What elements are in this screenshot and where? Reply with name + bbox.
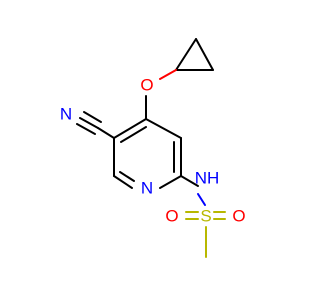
bond-c2-n1 (159, 175, 182, 189)
bond-nitrile-triple-3 (76, 123, 96, 135)
atom-ring-n: N (141, 179, 153, 198)
atom-nitrile-n: N (60, 105, 72, 124)
atom-sulfonyl-o-right: O (232, 207, 245, 226)
molecule-structure: N O N NH S O O (60, 38, 246, 258)
bond-c5-c4-double (120, 126, 147, 143)
atom-sulfonyl-o-left: O (165, 207, 178, 226)
bond-n1-c6-double (119, 171, 135, 182)
bond-n1-c6 (113, 175, 133, 189)
bond-c5-c4 (113, 118, 147, 139)
bond-nitrile-triple-2 (83, 111, 102, 123)
bond-c5-cn (97, 127, 115, 139)
bond-nh-s (197, 193, 206, 206)
atom-sulfur: S (200, 207, 211, 226)
bond-nitrile-triple-1 (79, 117, 99, 129)
atom-ether-o: O (140, 76, 153, 95)
bond-c4-c3 (145, 118, 182, 139)
bond-c2-nh (180, 175, 199, 187)
atom-amide-nh: NH (195, 169, 220, 188)
bond-cyclopropyl-2 (195, 38, 214, 71)
bond-o-cyclopropyl (159, 69, 177, 80)
atom-labels: N O N NH S O O (60, 76, 246, 226)
bond-cyclopropyl-1 (175, 38, 197, 71)
bonds (76, 38, 226, 258)
